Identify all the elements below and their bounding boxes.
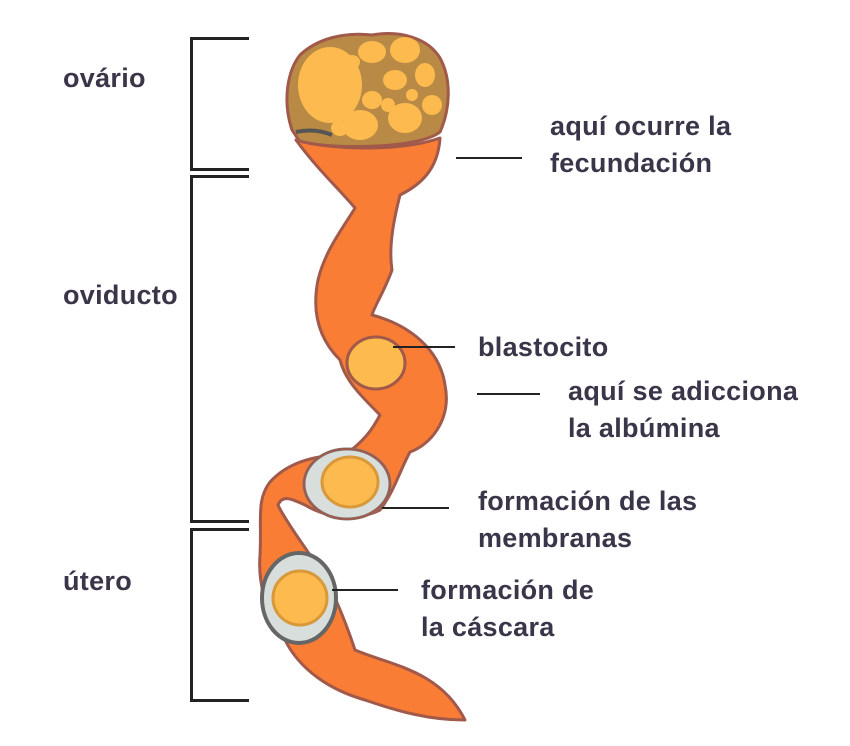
annotation-albumina-line-1: aquí se adicciona (568, 376, 799, 406)
bracket-ovario (190, 37, 249, 171)
region-label-ovario: ovário (63, 63, 146, 93)
annotation-fecundacion: aquí ocurre la fecundación (550, 108, 731, 182)
annotation-cascara-line-1: formación de (421, 575, 595, 605)
annotation-membranas-line-1: formación de las (478, 486, 698, 516)
annotation-blastocito-line-1: blastocito (478, 332, 609, 362)
annotation-cascara-line-2: la cáscara (421, 612, 555, 642)
oviduct-tube-drawing (258, 136, 467, 722)
annotation-fecundacion-line-2: fecundación (550, 148, 713, 178)
leader-line-cascara (332, 589, 398, 591)
leader-line-blastocito (393, 346, 455, 348)
annotation-membranas-line-2: membranas (478, 523, 633, 553)
ovary-drawing (285, 32, 450, 149)
annotation-fecundacion-line-1: aquí ocurre la (550, 111, 732, 141)
annotation-albumina: aquí se adicciona la albúmina (568, 373, 798, 447)
bracket-oviducto (190, 175, 249, 523)
annotation-cascara: formación de la cáscara (421, 572, 594, 646)
bracket-utero (190, 528, 249, 702)
leader-line-membranas (382, 507, 449, 509)
region-label-utero: útero (63, 566, 132, 596)
annotation-blastocito: blastocito (478, 329, 609, 366)
annotation-albumina-line-2: la albúmina (568, 413, 720, 443)
leader-line-fecundacion (456, 157, 522, 159)
region-label-oviducto: oviducto (63, 280, 178, 310)
leader-line-albumina (477, 393, 540, 395)
annotation-membranas: formación de las membranas (478, 483, 697, 557)
